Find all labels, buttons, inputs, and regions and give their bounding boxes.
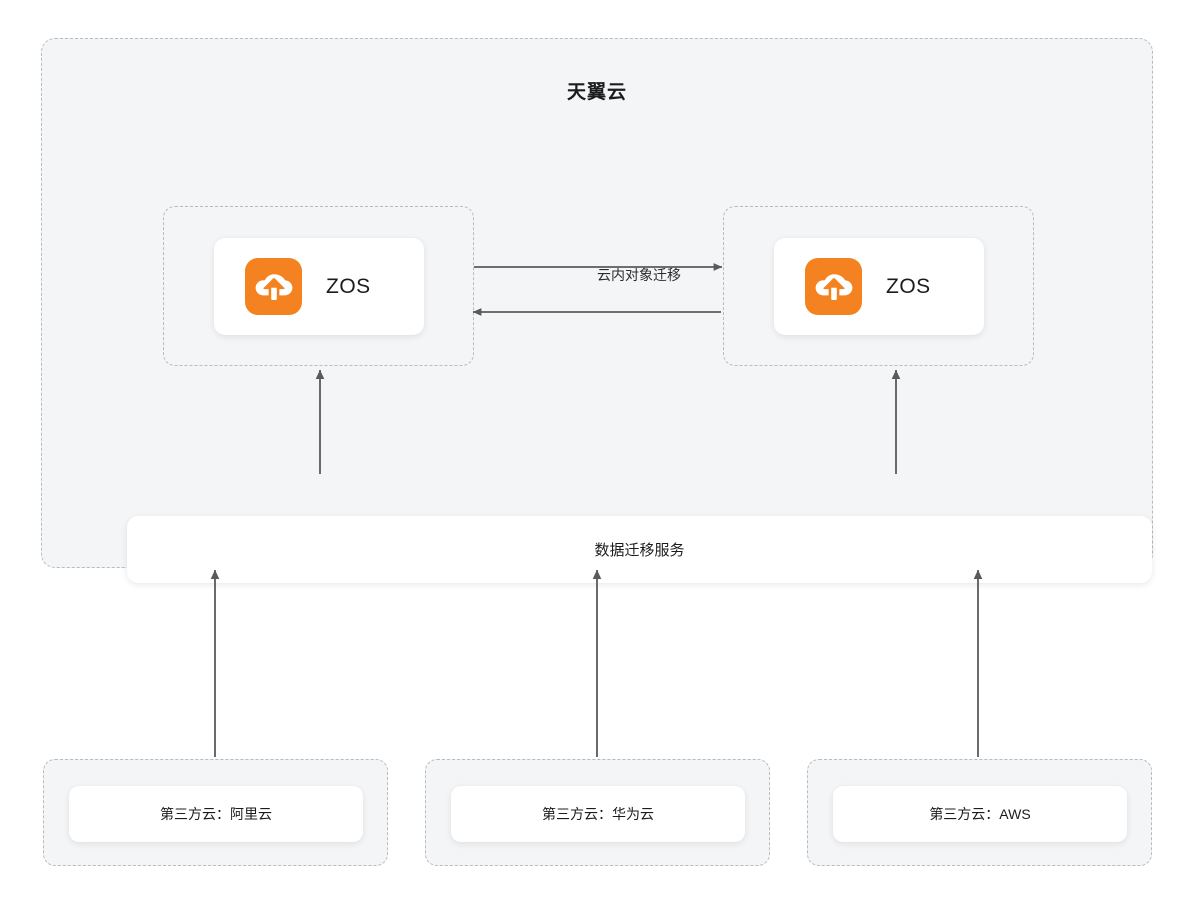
third-party-cloud-card-aliyun[interactable]: 第三方云：阿里云	[69, 786, 363, 842]
data-migration-service-label: 数据迁移服务	[594, 542, 685, 559]
third-party-cloud-box-aws: 第三方云：AWS	[807, 759, 1152, 866]
region-box-left: ZOS	[163, 206, 474, 366]
third-party-cloud-card-aws[interactable]: 第三方云：AWS	[833, 786, 1127, 842]
third-party-cloud-label-aws: 第三方云：AWS	[929, 806, 1031, 822]
third-party-cloud-label-aliyun: 第三方云：阿里云	[160, 806, 272, 822]
zos-label-right: ZOS	[886, 274, 931, 298]
third-party-cloud-card-huawei[interactable]: 第三方云：华为云	[451, 786, 745, 842]
migration-link-label: 云内对象迁移	[597, 267, 681, 283]
region-box-right: ZOS	[723, 206, 1034, 366]
tianyi-cloud-container: 天翼云 ZOS	[41, 38, 1153, 583]
cloud-upload-icon	[245, 258, 302, 315]
third-party-cloud-box-huawei: 第三方云：华为云	[425, 759, 770, 866]
zos-card-left[interactable]: ZOS	[214, 238, 424, 335]
page-title: 天翼云	[566, 82, 627, 103]
third-party-cloud-box-aliyun: 第三方云：阿里云	[43, 759, 388, 866]
data-migration-service-bar[interactable]: 数据迁移服务	[127, 516, 1152, 583]
cloud-upload-icon	[805, 258, 862, 315]
zos-label-left: ZOS	[326, 274, 371, 298]
third-party-cloud-label-huawei: 第三方云：华为云	[542, 806, 654, 822]
zos-card-right[interactable]: ZOS	[774, 238, 984, 335]
